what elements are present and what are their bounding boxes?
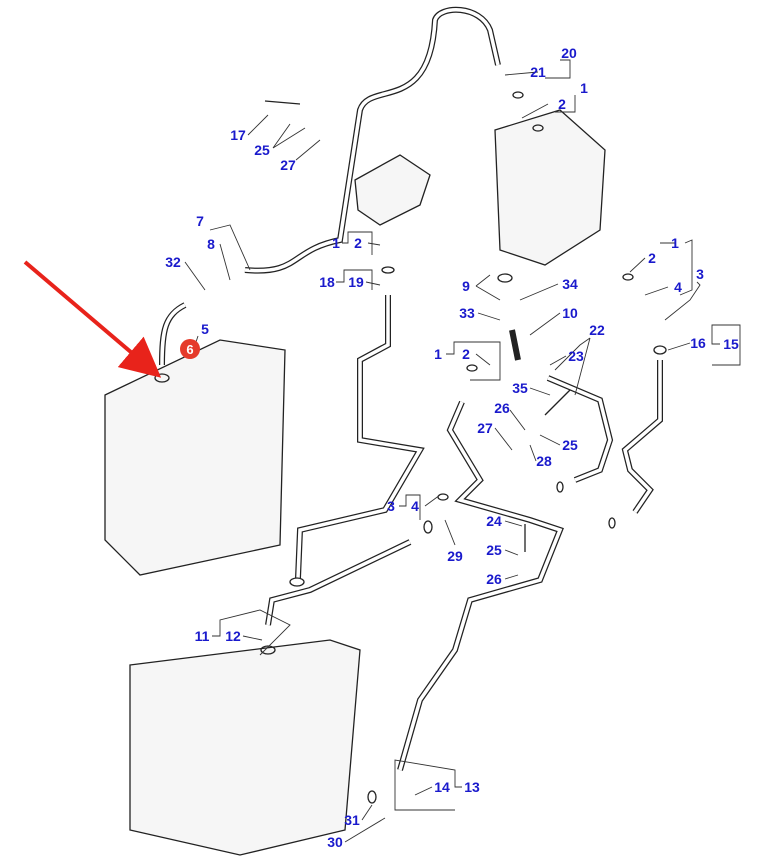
callout-3[interactable]: 3	[387, 498, 395, 514]
callout-35[interactable]: 35	[512, 380, 528, 396]
callout-26[interactable]: 26	[486, 571, 502, 587]
callout-1[interactable]: 1	[580, 80, 588, 96]
callout-24[interactable]: 24	[486, 513, 502, 529]
callout-3[interactable]: 3	[696, 266, 704, 282]
callout-7[interactable]: 7	[196, 213, 204, 229]
callout-27[interactable]: 27	[477, 420, 493, 436]
callout-25[interactable]: 25	[486, 542, 502, 558]
callout-2[interactable]: 2	[462, 346, 470, 362]
highlighted-part-badge[interactable]: 6	[180, 339, 200, 359]
valve-block-top	[494, 109, 606, 266]
callout-33[interactable]: 33	[459, 305, 475, 321]
callout-8[interactable]: 8	[207, 236, 215, 252]
callout-13[interactable]: 13	[464, 779, 480, 795]
callout-1[interactable]: 1	[434, 346, 442, 362]
callout-1[interactable]: 1	[332, 235, 340, 251]
callout-15[interactable]: 15	[723, 336, 739, 352]
callout-22[interactable]: 22	[589, 322, 605, 338]
callout-19[interactable]: 19	[348, 274, 364, 290]
pipe-7	[244, 6, 501, 274]
callout-20[interactable]: 20	[561, 45, 577, 61]
callout-10[interactable]: 10	[562, 305, 578, 321]
bolt-35	[544, 389, 571, 416]
valve-body-left	[104, 339, 286, 576]
callout-28[interactable]: 28	[536, 453, 552, 469]
callout-32[interactable]: 32	[165, 254, 181, 270]
callout-23[interactable]: 23	[568, 348, 584, 364]
callout-26[interactable]: 26	[494, 400, 510, 416]
bolt-17	[264, 100, 301, 105]
pipe-7-inner	[244, 8, 500, 273]
callout-16[interactable]: 16	[690, 335, 706, 351]
callout-14[interactable]: 14	[434, 779, 450, 795]
callout-29[interactable]: 29	[447, 548, 463, 564]
callout-4[interactable]: 4	[674, 279, 682, 295]
callout-34[interactable]: 34	[562, 276, 578, 292]
callout-30[interactable]: 30	[327, 834, 343, 850]
callout-2[interactable]: 2	[648, 250, 656, 266]
callout-25[interactable]: 25	[562, 437, 578, 453]
callout-1[interactable]: 1	[671, 235, 679, 251]
callout-11[interactable]: 11	[194, 628, 210, 644]
callout-21[interactable]: 21	[530, 64, 546, 80]
callout-4[interactable]: 4	[411, 498, 419, 514]
callout-2[interactable]: 2	[354, 235, 362, 251]
transmission-housing	[129, 639, 361, 856]
callout-12[interactable]: 12	[225, 628, 241, 644]
callout-17[interactable]: 17	[230, 127, 246, 143]
valve-small	[354, 154, 431, 226]
callout-2[interactable]: 2	[558, 96, 566, 112]
callout-5[interactable]: 5	[201, 321, 209, 337]
callout-25[interactable]: 25	[254, 142, 270, 158]
callout-18[interactable]: 18	[319, 274, 335, 290]
red-arrow	[23, 260, 162, 378]
callout-27[interactable]: 27	[280, 157, 296, 173]
callout-9[interactable]: 9	[462, 278, 470, 294]
callout-31[interactable]: 31	[344, 812, 360, 828]
